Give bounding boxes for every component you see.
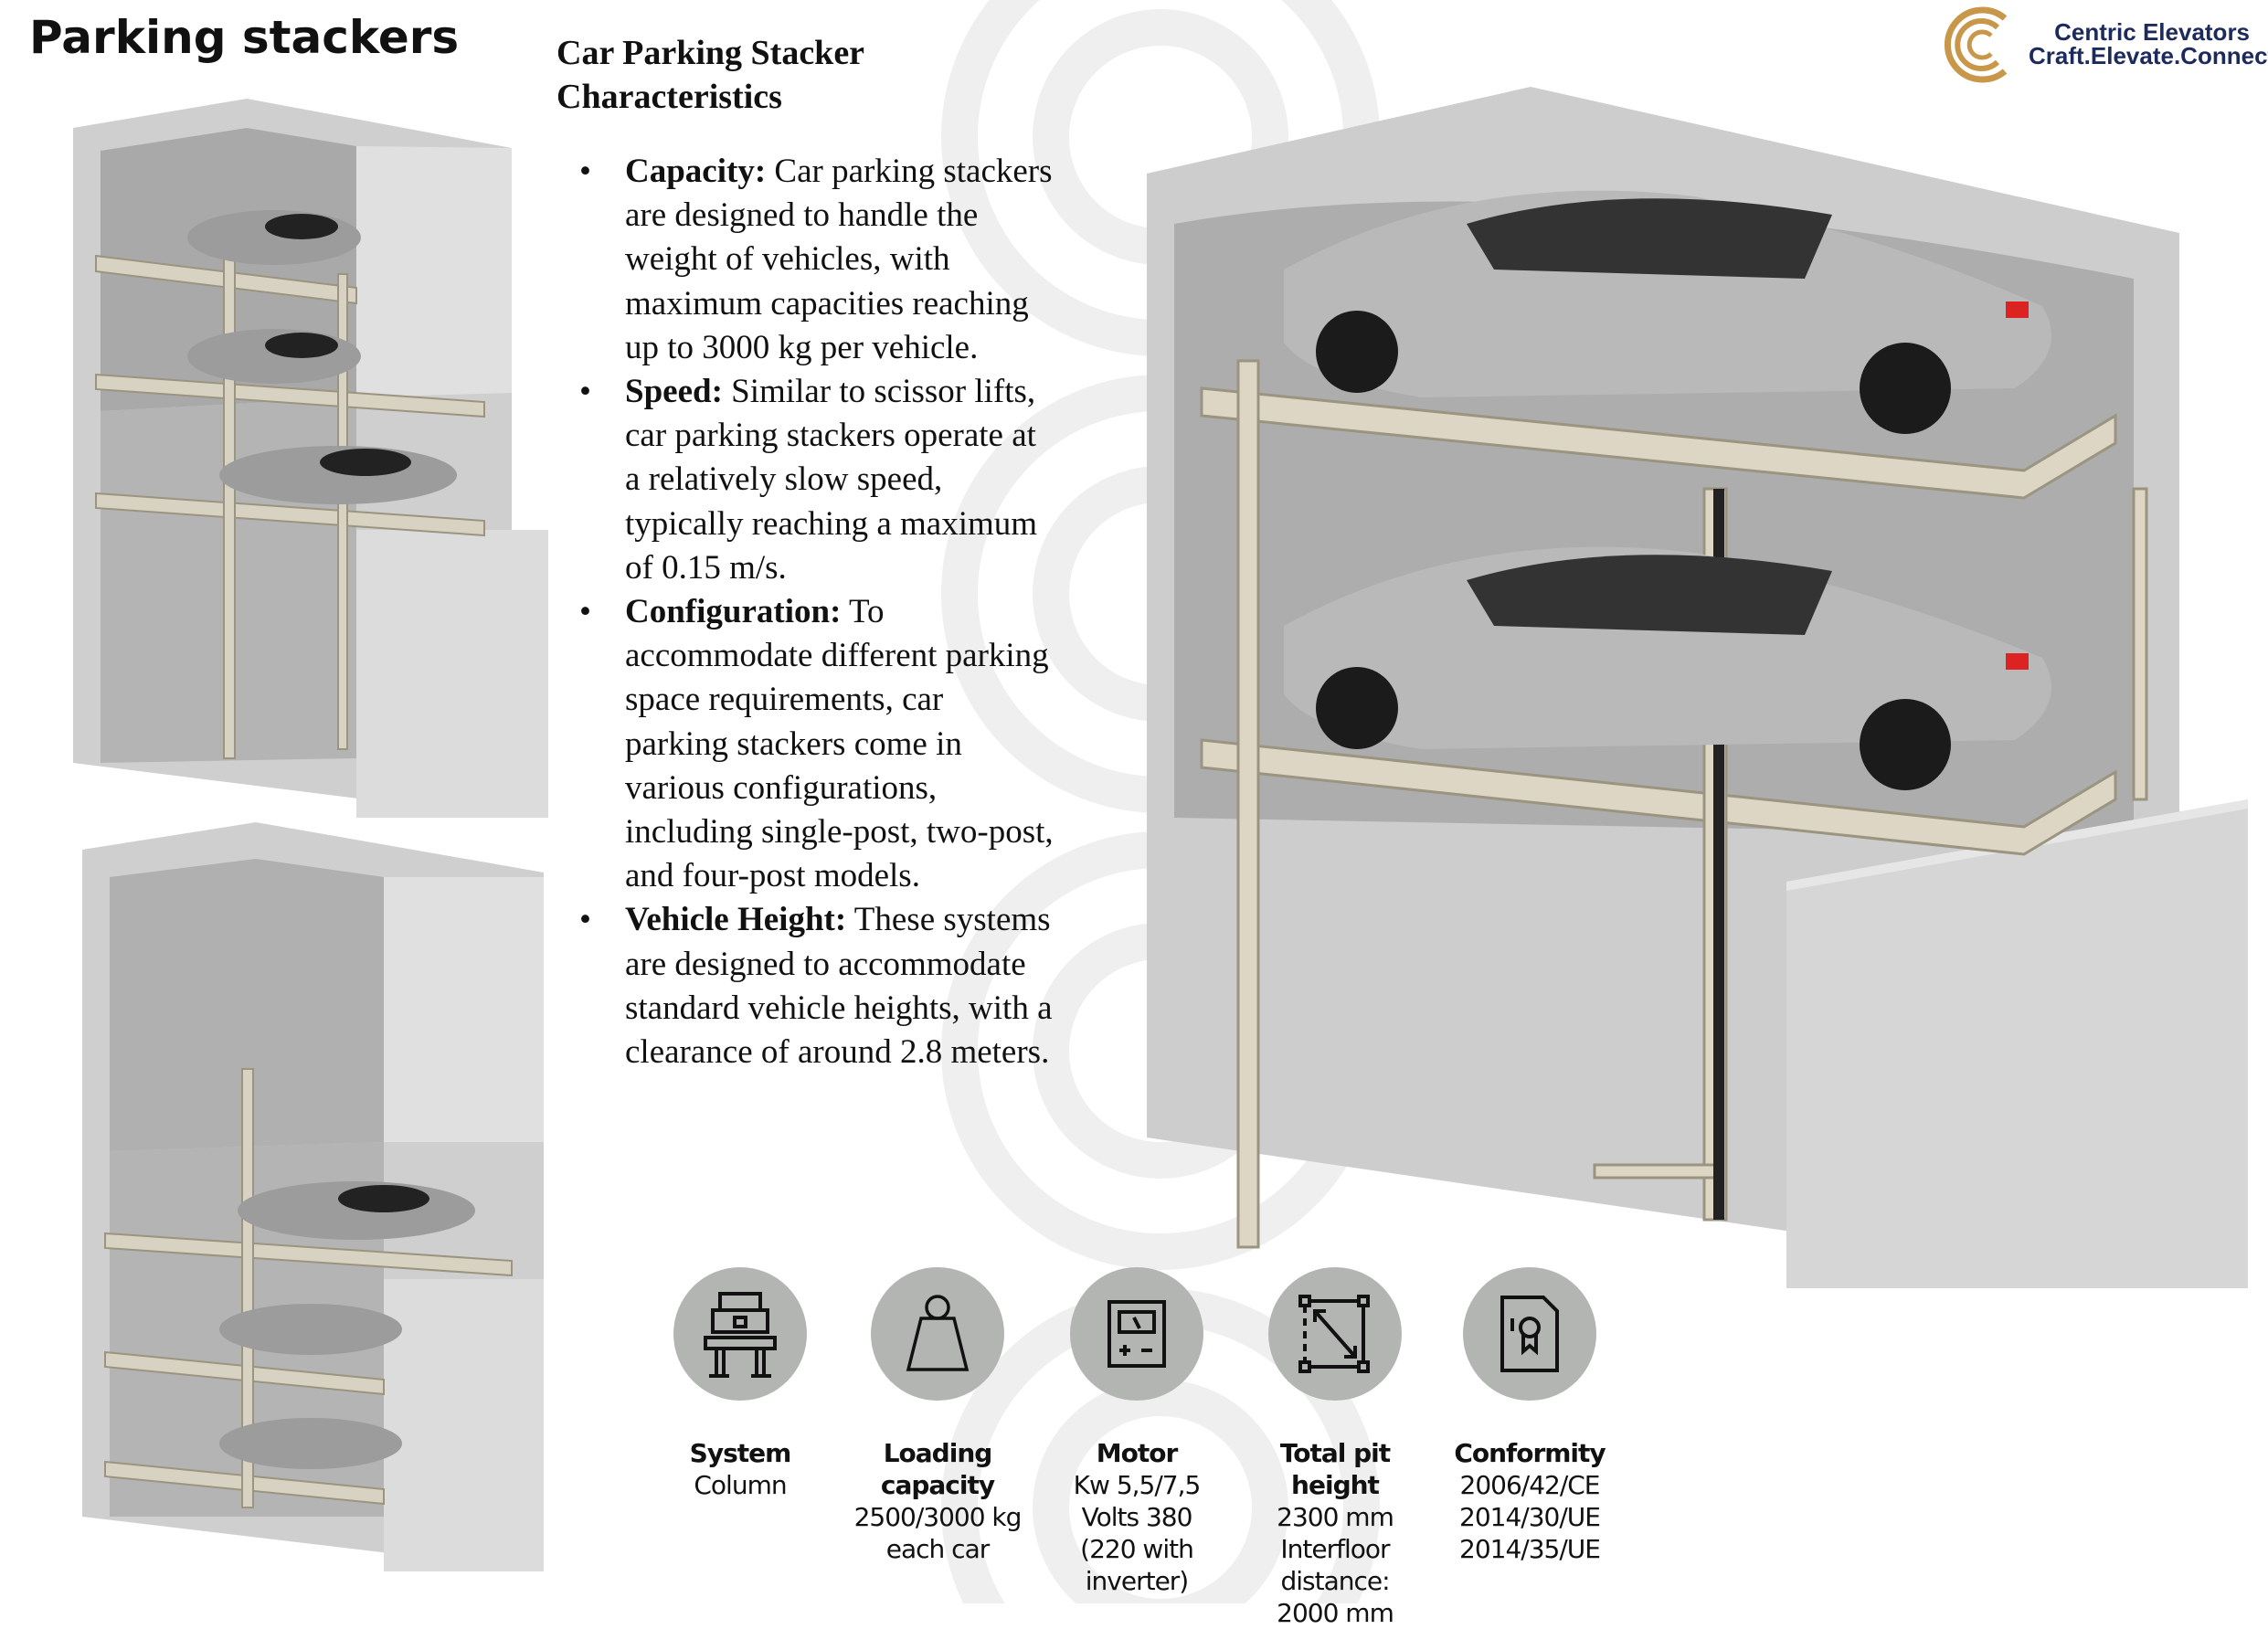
car-icon bbox=[1284, 546, 2051, 790]
bullet-capacity: Capacity: Car parking stackers are desig… bbox=[579, 150, 1055, 370]
bullet-term: Speed: bbox=[625, 373, 723, 411]
logo-name: Centric Elevators bbox=[2054, 18, 2251, 46]
spec-value: 2014/35/UE bbox=[1459, 1534, 1601, 1564]
bullet-text: Similar to scissor lifts, car parking st… bbox=[625, 373, 1038, 587]
spec-value: each car bbox=[885, 1534, 991, 1564]
bullet-term: Configuration: bbox=[625, 593, 842, 631]
spec-value: 2014/30/UE bbox=[1459, 1502, 1601, 1532]
car-icon bbox=[219, 1418, 402, 1469]
spec-motor: Motor Kw 5,5/7,5 Volts 380 (220 with inv… bbox=[1036, 1267, 1237, 1597]
logo-tagline: Craft.Elevate.Connect bbox=[2029, 42, 2268, 69]
spec-value: Interfloor bbox=[1280, 1534, 1390, 1564]
stacker-render-pit bbox=[82, 822, 544, 1571]
car-lift-icon bbox=[673, 1267, 807, 1401]
weight-icon bbox=[871, 1267, 1004, 1401]
spec-label: Loading capacity bbox=[880, 1438, 995, 1500]
spec-value: Column bbox=[694, 1470, 787, 1500]
spec-value: 2300 mm bbox=[1277, 1502, 1394, 1532]
spec-value: distance: bbox=[1280, 1566, 1390, 1596]
spec-value: 2500/3000 kg bbox=[853, 1502, 1023, 1532]
bullet-term: Capacity: bbox=[625, 153, 767, 190]
car-icon bbox=[1284, 190, 2051, 434]
bullet-text: Car parking stackers are designed to han… bbox=[625, 153, 1053, 366]
certificate-icon bbox=[1463, 1267, 1596, 1401]
dimension-icon bbox=[1268, 1267, 1402, 1401]
bullet-vehicle-height: Vehicle Height: These systems are design… bbox=[579, 898, 1055, 1074]
spec-value: 2006/42/CE bbox=[1459, 1470, 1601, 1500]
spec-loading-capacity: Loading capacity 2500/3000 kg each car bbox=[837, 1267, 1038, 1565]
spec-value: inverter) bbox=[1085, 1566, 1189, 1596]
stacker-render-main bbox=[1147, 87, 2248, 1288]
company-logo: Centric Elevators Craft.Elevate.Connect bbox=[1941, 5, 2268, 84]
spec-label: Conformity bbox=[1454, 1438, 1606, 1468]
spec-label: Total pit height bbox=[1279, 1438, 1391, 1500]
bullet-speed: Speed: Similar to scissor lifts, car par… bbox=[579, 370, 1055, 590]
car-icon bbox=[187, 210, 361, 265]
spec-value: (220 with bbox=[1080, 1534, 1194, 1564]
logo-rings-icon bbox=[1944, 6, 2008, 83]
characteristics-list: Capacity: Car parking stackers are desig… bbox=[576, 150, 1055, 1074]
stacker-render-three-level bbox=[73, 99, 548, 818]
car-icon bbox=[187, 329, 361, 384]
bullet-text: To accommodate different parking space r… bbox=[625, 593, 1054, 895]
bullet-term: Vehicle Height: bbox=[625, 901, 847, 939]
car-icon bbox=[219, 446, 457, 504]
spec-pit-height: Total pit height 2300 mm Interfloor dist… bbox=[1235, 1267, 1436, 1629]
spec-label: Motor bbox=[1096, 1438, 1179, 1468]
bullet-text: These systems are designed to accommodat… bbox=[625, 901, 1053, 1072]
spec-value: 2000 mm bbox=[1277, 1598, 1394, 1628]
page-title: Parking stackers bbox=[29, 11, 460, 64]
spec-value: Volts 380 bbox=[1081, 1502, 1193, 1532]
car-icon bbox=[219, 1304, 402, 1355]
meter-icon bbox=[1070, 1267, 1203, 1401]
spec-system: System Column bbox=[640, 1267, 841, 1501]
spec-label: System bbox=[689, 1438, 792, 1468]
section-heading: Car Parking Stacker Characteristics bbox=[556, 34, 864, 116]
bullet-configuration: Configuration: To accommodate different … bbox=[579, 590, 1055, 898]
spec-value: Kw 5,5/7,5 bbox=[1073, 1470, 1202, 1500]
spec-conformity: Conformity 2006/42/CE 2014/30/UE 2014/35… bbox=[1429, 1267, 1630, 1565]
